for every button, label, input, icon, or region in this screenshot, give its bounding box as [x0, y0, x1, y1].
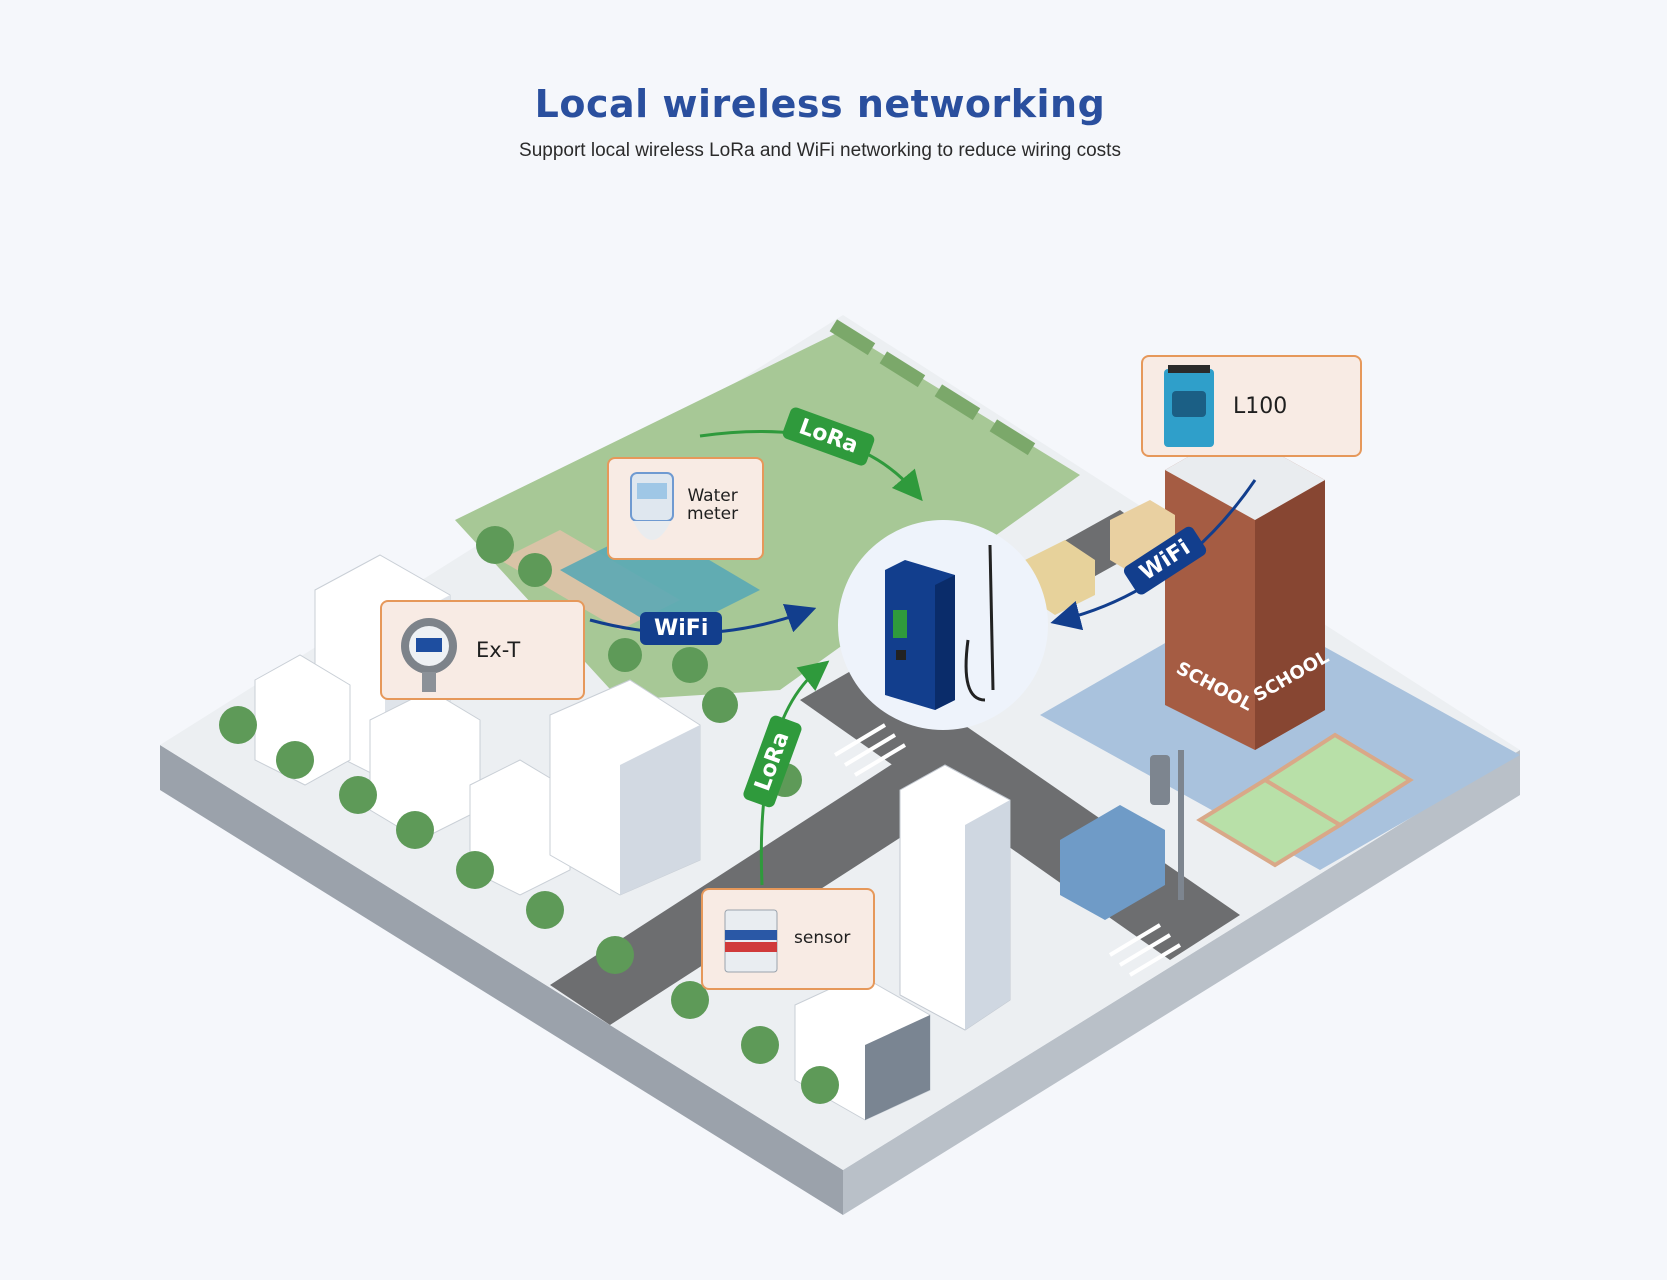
- page-title: Local wireless networking: [534, 82, 1106, 126]
- l100-label: L100: [1233, 394, 1288, 419]
- callout-l100: L100: [1141, 355, 1362, 457]
- trees: [219, 526, 839, 1104]
- office-tower-center: [899, 764, 1011, 1031]
- school-tower: SCHOOL SCHOOL: [1165, 430, 1333, 750]
- callout-ex-t: Ex-T: [380, 600, 585, 700]
- water-meter-icon: [630, 472, 674, 540]
- page-subtitle: Support local wireless LoRa and WiFi net…: [519, 140, 1121, 161]
- callout-water-meter: Water meter: [607, 457, 764, 560]
- traffic-light: [1150, 750, 1184, 900]
- gateway-device-illustration: [838, 520, 1048, 730]
- city-base: [160, 315, 1520, 1215]
- sensor-device-icon: [724, 909, 778, 973]
- l100-module-icon: [1164, 365, 1214, 447]
- callout-sensor: sensor: [701, 888, 875, 990]
- sensor-label: sensor: [794, 928, 851, 948]
- wifi-link-badge-left: WiFi: [640, 612, 723, 645]
- water-meter-label: Water meter: [687, 486, 739, 524]
- ex-t-label: Ex-T: [476, 638, 521, 662]
- gas-detector-icon: [401, 618, 457, 692]
